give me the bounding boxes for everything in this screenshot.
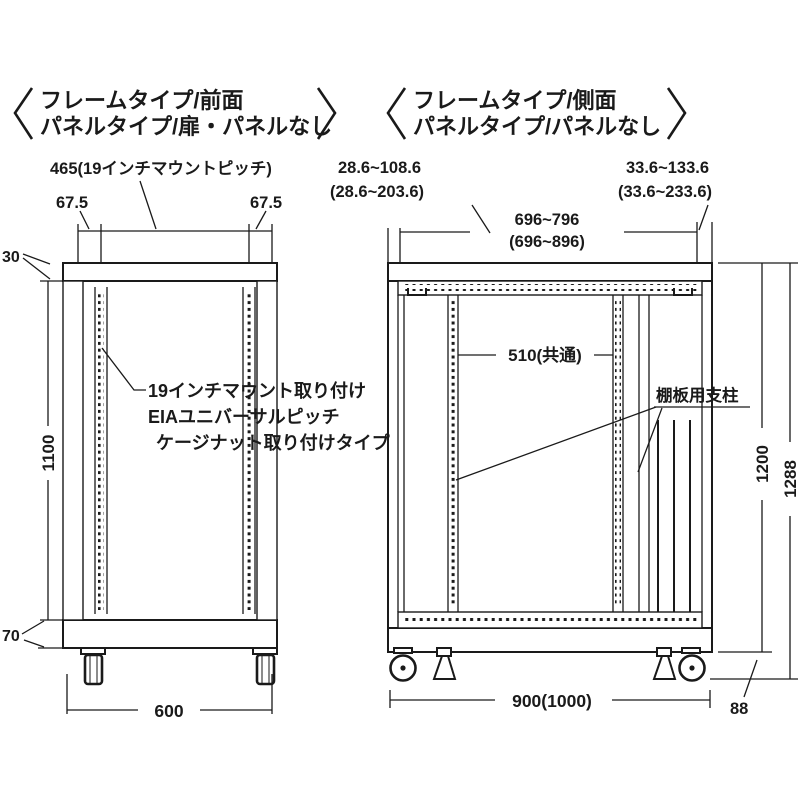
front-caster-left-wheel bbox=[83, 653, 104, 686]
front-dim-inner-height-label: 1100 bbox=[39, 435, 58, 472]
side-dim-caster-height-label: 88 bbox=[730, 700, 748, 718]
side-rear-range-leader bbox=[698, 204, 709, 231]
side-leveler-rear-foot bbox=[652, 655, 677, 680]
side-dim-front-range-alt-label: (28.6~203.6) bbox=[330, 183, 424, 201]
front-dim-bottom-rail-label: 70 bbox=[2, 628, 20, 645]
side-leveler-rear-nut bbox=[656, 647, 672, 657]
side-dim-frame-height-label: 1200 bbox=[753, 445, 772, 483]
side-leveler-front-nut bbox=[436, 647, 452, 657]
side-bottom-strip-holes bbox=[402, 617, 698, 624]
side-rear-mount-holes bbox=[615, 300, 621, 606]
side-caster-rear bbox=[678, 647, 706, 682]
side-caster-front-plate bbox=[393, 647, 413, 654]
side-leveler-front-foot bbox=[432, 655, 457, 680]
side-front-mount-holes bbox=[450, 300, 456, 606]
front-dim-offset-left-label: 67.5 bbox=[56, 194, 88, 212]
front-dim-offset-right-label: 67.5 bbox=[250, 194, 282, 212]
side-title-bracket-open bbox=[386, 87, 407, 140]
side-caster-front-hub bbox=[400, 665, 406, 671]
front-title-line2: パネルタイプ/扉・パネルなし bbox=[40, 114, 332, 139]
front-left-mount-holes bbox=[98, 292, 104, 610]
front-dim-top-rail-leader2 bbox=[22, 257, 51, 280]
side-dim-depth-top-label: 696~796 bbox=[515, 211, 580, 229]
side-dim-rail-pitch-label: 510(共通) bbox=[508, 346, 582, 365]
side-caster-rear-hub bbox=[689, 665, 695, 671]
side-dim-total-height-label: 1288 bbox=[781, 460, 800, 498]
side-caster-rear-wheel bbox=[678, 654, 706, 682]
side-dim-rear-range-alt-label: (33.6~233.6) bbox=[618, 183, 712, 201]
side-caster-front bbox=[389, 647, 417, 682]
side-front-bracket bbox=[407, 288, 427, 296]
front-caster-right-plate bbox=[252, 647, 278, 655]
front-caster-right bbox=[252, 647, 278, 686]
side-front-range-leader bbox=[471, 204, 491, 234]
front-note-leader bbox=[101, 347, 146, 391]
side-dim-depth-top-alt-label: (696~896) bbox=[509, 233, 585, 251]
side-caster-height-leader bbox=[743, 659, 758, 698]
front-title-line1: フレームタイプ/前面 bbox=[40, 88, 243, 113]
front-title-bracket-close bbox=[316, 87, 337, 140]
side-title-line1: フレームタイプ/側面 bbox=[413, 88, 616, 113]
side-title-bracket-close bbox=[666, 87, 687, 140]
side-dim-front-range-label: 28.6~108.6 bbox=[338, 159, 421, 177]
front-dim-offset-left-leader bbox=[79, 210, 90, 230]
front-top-rail bbox=[62, 262, 278, 282]
side-leveler-rear bbox=[652, 647, 677, 680]
side-dim-rear-range-label: 33.6~133.6 bbox=[626, 159, 709, 177]
side-top-rail bbox=[387, 262, 713, 282]
side-shelf-post-leader2 bbox=[637, 407, 663, 473]
front-dim-top-rail-label: 30 bbox=[2, 249, 20, 266]
front-dim-top-rail-leader1 bbox=[22, 253, 51, 265]
side-dim-depth-bottom-label: 900(1000) bbox=[512, 691, 592, 711]
front-title-bracket-open bbox=[13, 87, 34, 140]
front-left-post bbox=[62, 280, 84, 621]
front-note-line2: EIAユニバーサルピッチ bbox=[148, 407, 340, 427]
front-right-mount-holes bbox=[246, 292, 252, 610]
front-note-line1: 19インチマウント取り付け bbox=[148, 380, 366, 401]
front-dim-mount-pitch-label: 465(19インチマウントピッチ) bbox=[50, 159, 272, 178]
side-caster-front-wheel bbox=[389, 654, 417, 682]
front-bottom-rail bbox=[62, 619, 278, 649]
side-leveler-front bbox=[432, 647, 457, 680]
side-caster-rear-plate bbox=[681, 647, 701, 654]
side-shelf-post-label: 棚板用支柱 bbox=[656, 385, 739, 405]
front-dim-bottom-rail-leader2 bbox=[23, 639, 45, 648]
front-dim-mount-pitch-leader bbox=[139, 180, 157, 230]
front-view: フレームタイプ/前面 パネルタイプ/扉・パネルなし 465(19インチマウントピ… bbox=[2, 87, 391, 721]
front-caster-right-wheel bbox=[255, 653, 276, 686]
side-top-strip-holes bbox=[402, 284, 698, 291]
front-caster-left bbox=[80, 647, 106, 686]
side-title-line2: パネルタイプ/パネルなし bbox=[413, 114, 661, 139]
side-view: フレームタイプ/側面 パネルタイプ/パネルなし 28.6~108.6 (28.6… bbox=[330, 87, 800, 718]
front-dim-offset-right-leader bbox=[255, 210, 267, 230]
front-dim-width-label: 600 bbox=[154, 701, 183, 721]
front-right-post bbox=[256, 280, 278, 621]
front-note-line3: ケージナット取り付けタイプ bbox=[156, 432, 391, 453]
front-caster-left-plate bbox=[80, 647, 106, 655]
front-dim-bottom-rail-leader1 bbox=[21, 620, 45, 635]
side-shelf-post-leader1 bbox=[455, 406, 657, 481]
side-rear-bracket bbox=[673, 288, 693, 296]
